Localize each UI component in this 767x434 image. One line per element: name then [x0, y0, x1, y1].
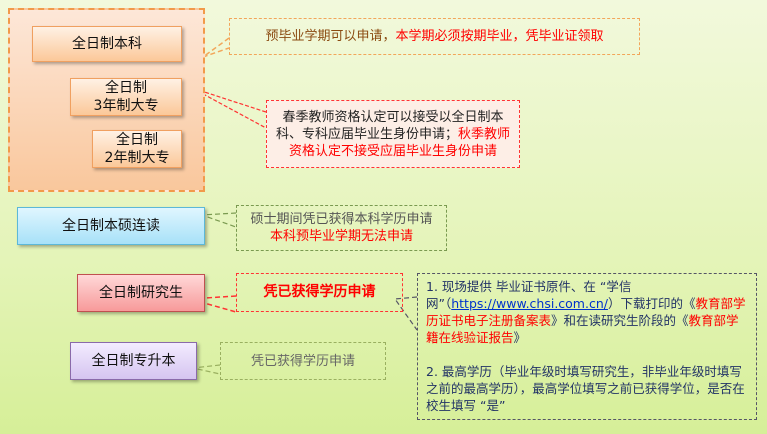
- pointer-undergrad: [202, 37, 230, 58]
- callout-text-highlight: 本学期必须按期毕业，凭毕业证领取: [395, 29, 604, 44]
- callout-text: 凭已获得学历申请: [250, 353, 355, 369]
- node-label: 2年制大专: [104, 150, 170, 166]
- chsi-link[interactable]: https://www.chsi.com.cn/: [451, 296, 608, 311]
- callout-college: 春季教师资格认定可以接受以全日制本科、专科应届毕业生身份申请；秋季教师资格认定不…: [266, 100, 520, 168]
- node-label: 全日制本科: [72, 36, 142, 52]
- node-label: 全日制: [116, 132, 158, 148]
- detail-item-2: 2. 最高学历（毕业年级时填写研究生，非毕业年级时填写之前的最高学历），最高学位…: [426, 364, 745, 413]
- callout-text-highlight: 秋季教师资格认定不接受应届毕业生身份申请: [288, 126, 511, 159]
- node-label: 3年制大专: [93, 98, 159, 114]
- node-label: 全日制本硕连读: [62, 218, 160, 234]
- detail-highlight: 教育部学籍在线验证报告: [426, 313, 739, 345]
- pointer-college: [191, 87, 267, 129]
- detail-item-1: 1. 现场提供 毕业证书原件、在 “学信网”（https://www.chsi.…: [426, 278, 748, 346]
- callout-text: 凭已获得学历申请: [263, 284, 376, 300]
- detail-highlight: 教育部学历证书电子注册备案表: [426, 296, 746, 328]
- node-undergrad: 全日制本科: [32, 26, 182, 62]
- callout-text: 预毕业学期可以申请，: [265, 29, 396, 44]
- pointer-bm: [201, 212, 237, 228]
- detail-text: ）下载打印的《: [607, 296, 696, 311]
- callout-graduate: 凭已获得学历申请: [236, 273, 403, 312]
- node-upgrade: 全日制专升本: [70, 342, 197, 380]
- callout-graduate-detail: 1. 现场提供 毕业证书原件、在 “学信网”（https://www.chsi.…: [417, 273, 757, 420]
- callout-bachelor-master: 硕士期间凭已获得本科学历申请本科预毕业学期无法申请: [236, 205, 447, 251]
- pointer-upgrade: [192, 364, 221, 375]
- callout-text-highlight: 本科预毕业学期无法申请: [269, 229, 413, 244]
- node-college-3yr: 全日制 3年制大专: [70, 78, 182, 116]
- detail-text: 1. 现场提供 毕业证书原件、在 “学信网”（: [426, 279, 632, 311]
- node-label: 全日制研究生: [99, 285, 183, 301]
- node-graduate: 全日制研究生: [77, 274, 205, 312]
- node-college-2yr: 全日制 2年制大专: [92, 130, 182, 168]
- callout-upgrade: 凭已获得学历申请: [220, 342, 386, 380]
- detail-text: 》和在读研究生阶段的《: [551, 313, 689, 328]
- callout-undergrad: 预毕业学期可以申请，本学期必须按期毕业，凭毕业证领取: [229, 18, 640, 55]
- node-label: 全日制: [105, 80, 147, 96]
- node-label: 全日制专升本: [91, 353, 176, 369]
- detail-text: 》: [513, 330, 527, 345]
- node-bachelor-master: 全日制本硕连读: [17, 207, 205, 245]
- callout-text: 硕士期间凭已获得本科学历申请: [250, 212, 433, 227]
- callout-text: 春季教师资格认定可以接受以全日制本科、专科应届毕业生身份申请；: [275, 109, 504, 142]
